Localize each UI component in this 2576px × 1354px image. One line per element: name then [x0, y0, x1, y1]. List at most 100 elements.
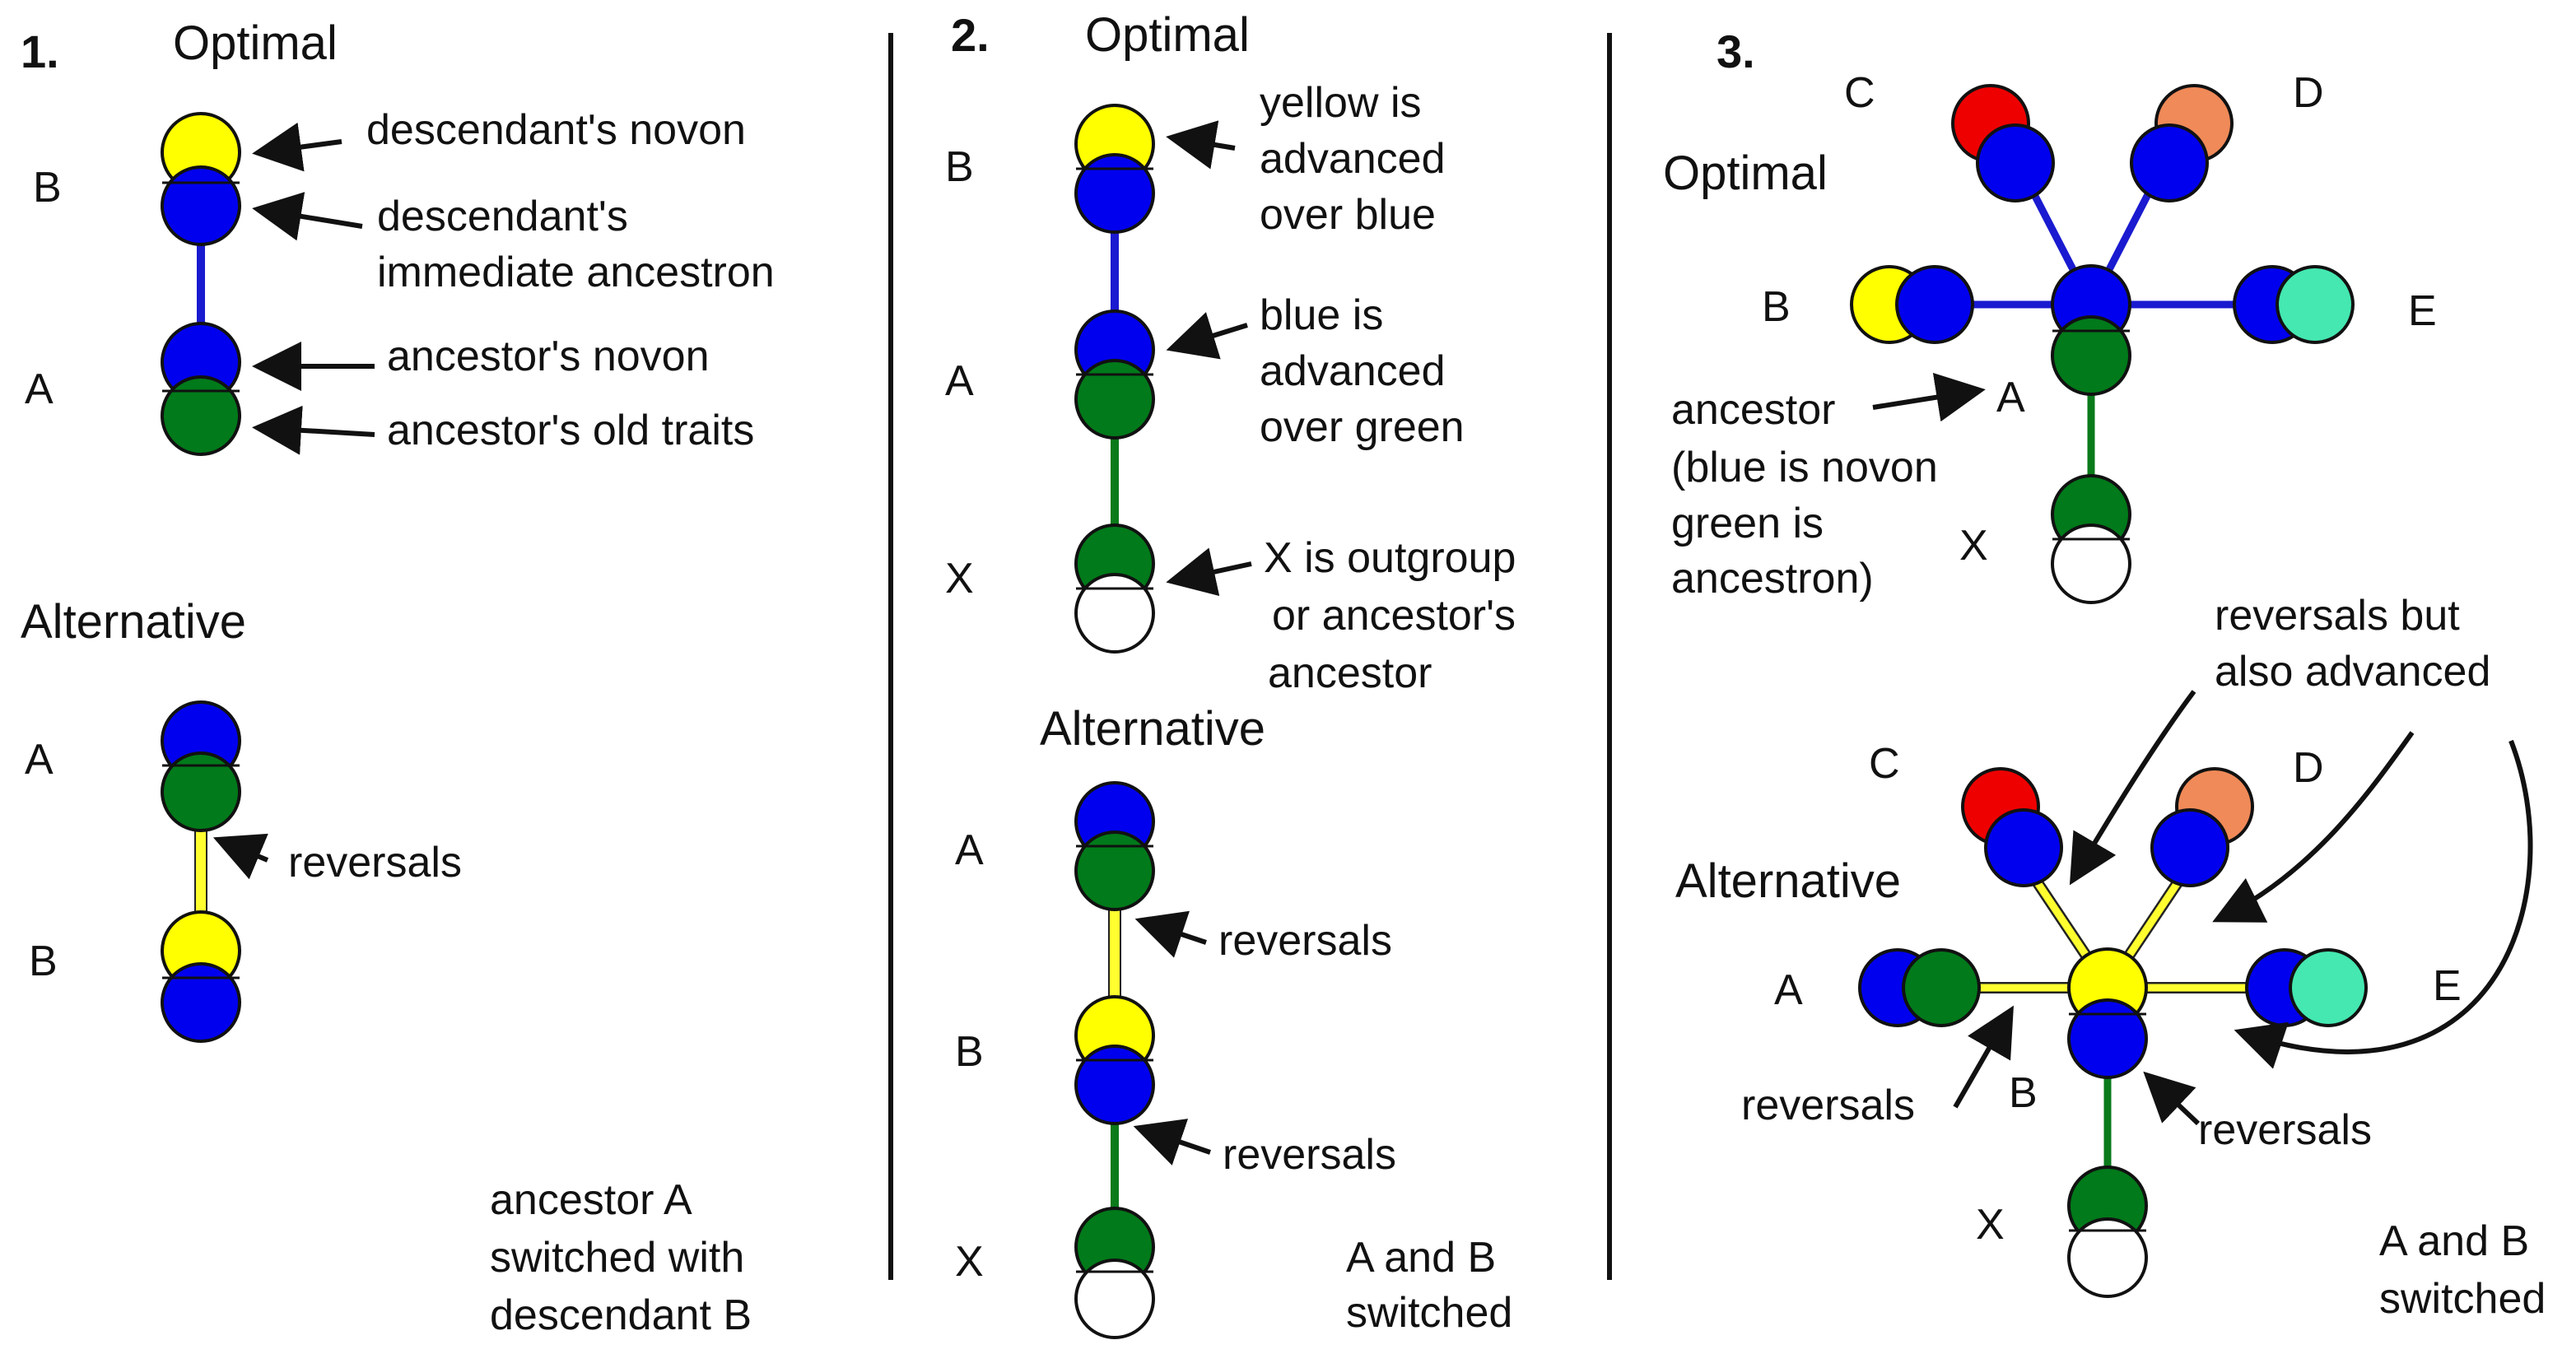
- p3-ann-rev-left: reversals: [1741, 1082, 1915, 1129]
- p2-opt-node-b: [1074, 104, 1155, 234]
- p3-note-1: A and B: [2379, 1217, 2529, 1265]
- p3-alt-label-b: B: [2009, 1069, 2038, 1117]
- p3-arrow-ancestor: [1872, 372, 1986, 422]
- p3-opt-node-b: [1850, 265, 1974, 344]
- p2-note-1: A and B: [1346, 1234, 1496, 1282]
- p2-note-2: switched: [1346, 1289, 1512, 1337]
- p2-arrow-x: [1166, 547, 1252, 597]
- p2-ann-blue-3: over green: [1260, 403, 1465, 451]
- panel-2-number: 2.: [951, 9, 990, 61]
- p3-opt-label-c: C: [1844, 69, 1875, 117]
- p3-opt-node-x: [2051, 474, 2131, 604]
- panel-3: 3. Optimal: [1663, 26, 2546, 1323]
- panel-1-alternative-title: Alternative: [21, 595, 246, 649]
- p2-alt-label-b: B: [955, 1028, 984, 1076]
- p1-note-3: descendant B: [490, 1291, 752, 1339]
- p1-note-2: switched with: [490, 1234, 744, 1282]
- p3-alt-node-a: [1858, 948, 1981, 1027]
- p3-opt-node-c: [1951, 84, 2055, 202]
- p2-ann-yellow-3: over blue: [1260, 191, 1436, 239]
- p1-note-1: ancestor A: [490, 1176, 692, 1224]
- p2-opt-node-a: [1074, 309, 1155, 440]
- p3-arrow-rev-left: [1953, 1005, 2014, 1109]
- p3-alt-label-c: C: [1869, 740, 1900, 788]
- p3-ann-anc-4: ancestron): [1671, 555, 1874, 603]
- p1-arrow-anc-old: [252, 405, 375, 455]
- p3-opt-node-e: [2233, 265, 2355, 344]
- p3-ann-anc-3: green is: [1671, 500, 1824, 547]
- panel-3-optimal-title: Optimal: [1663, 147, 1828, 200]
- p2-alt-label-a: A: [955, 826, 984, 874]
- p3-alt-node-c: [1961, 767, 2063, 887]
- p3-opt-label-e: E: [2408, 287, 2437, 335]
- p1-ann-anc-novon: ancestor's novon: [387, 333, 710, 380]
- p3-ann-anc-1: ancestor: [1671, 386, 1835, 434]
- p3-opt-label-x: X: [1959, 522, 1988, 570]
- p3-ann-anc-2: (blue is novon: [1671, 444, 1938, 491]
- p2-ann-yellow-2: advanced: [1260, 135, 1446, 183]
- p2-ann-reversals-1: reversals: [1218, 917, 1392, 965]
- p3-alt-node-d: [2150, 767, 2254, 887]
- p2-alt-node-x: [1074, 1207, 1155, 1339]
- p1-opt-label-b: B: [33, 164, 62, 212]
- panel-2: 2. Optimal B A X yellow is advanced over…: [945, 8, 1516, 1339]
- p1-arrow-desc-anc: [252, 192, 363, 241]
- p2-ann-x-2: or ancestor's: [1272, 592, 1516, 640]
- p2-opt-node-x: [1074, 523, 1155, 654]
- p2-arrow-reversals-2: [1133, 1119, 1211, 1166]
- p2-opt-label-a: A: [945, 357, 974, 405]
- p3-arrow-rev-right: [2143, 1071, 2201, 1126]
- p3-opt-label-d: D: [2293, 69, 2324, 117]
- p2-ann-x-1: X is outgroup: [1264, 534, 1516, 582]
- p1-opt-node-a: [161, 322, 241, 456]
- p2-arrow-yellow: [1166, 120, 1236, 170]
- panel-2-alternative-title: Alternative: [1040, 702, 1265, 756]
- p1-alt-node-b: [161, 910, 241, 1043]
- p2-ann-x-3: ancestor: [1268, 649, 1432, 697]
- p3-alt-label-e: E: [2433, 962, 2462, 1010]
- p2-alt-label-x: X: [955, 1238, 984, 1286]
- p1-ann-desc-anc-1: descendant's: [377, 193, 628, 240]
- p3-opt-label-b: B: [1762, 283, 1791, 331]
- p1-ann-reversals: reversals: [288, 839, 462, 886]
- panel-1-optimal-title: Optimal: [173, 16, 338, 70]
- p3-alt-label-x: X: [1976, 1201, 2005, 1249]
- p3-alt-node-x: [2067, 1166, 2148, 1298]
- panel-1-number: 1.: [21, 26, 59, 77]
- p3-arrow-rev-adv-d: [2212, 731, 2415, 923]
- p2-ann-reversals-2: reversals: [1223, 1131, 1396, 1179]
- p3-note-2: switched: [2379, 1275, 2546, 1323]
- p1-alt-node-a: [161, 700, 241, 832]
- p2-opt-label-x: X: [945, 555, 974, 603]
- panel-2-optimal-title: Optimal: [1085, 8, 1250, 62]
- p3-opt-node-d: [2130, 84, 2234, 202]
- p3-alt-label-a: A: [1774, 966, 1803, 1014]
- p3-ann-rev-right: reversals: [2198, 1106, 2372, 1154]
- p1-alt-label-a: A: [25, 736, 54, 784]
- p3-opt-label-a: A: [1996, 374, 2025, 421]
- p1-opt-label-a: A: [25, 365, 54, 413]
- p3-ann-rev-adv-1: reversals but: [2215, 592, 2460, 640]
- p1-arrow-reversals: [212, 833, 269, 880]
- p3-alt-node-b: [2067, 947, 2148, 1079]
- p2-alt-node-a: [1074, 781, 1155, 911]
- p2-arrow-reversals-1: [1134, 910, 1207, 958]
- panel-3-number: 3.: [1717, 26, 1755, 77]
- p3-arrow-rev-adv-e: [2234, 739, 2533, 1069]
- p2-opt-label-b: B: [945, 143, 974, 191]
- p2-arrow-blue: [1166, 312, 1248, 360]
- p2-ann-blue-1: blue is: [1260, 291, 1383, 339]
- p3-opt-node-a: [2051, 264, 2131, 396]
- p2-ann-blue-2: advanced: [1260, 347, 1446, 395]
- panel-3-alternative-title: Alternative: [1675, 854, 1901, 908]
- p3-alt-node-e: [2245, 948, 2368, 1027]
- p3-ann-rev-adv-2: also advanced: [2215, 648, 2490, 696]
- p1-ann-desc-novon: descendant's novon: [366, 106, 746, 154]
- p1-alt-label-b: B: [29, 938, 58, 985]
- p1-ann-anc-old: ancestor's old traits: [387, 407, 754, 454]
- p3-arrow-rev-adv-c: [2069, 690, 2196, 886]
- p2-alt-node-b: [1074, 995, 1155, 1125]
- p3-alt-label-d: D: [2293, 744, 2324, 792]
- p1-arrow-desc-novon: [252, 122, 342, 172]
